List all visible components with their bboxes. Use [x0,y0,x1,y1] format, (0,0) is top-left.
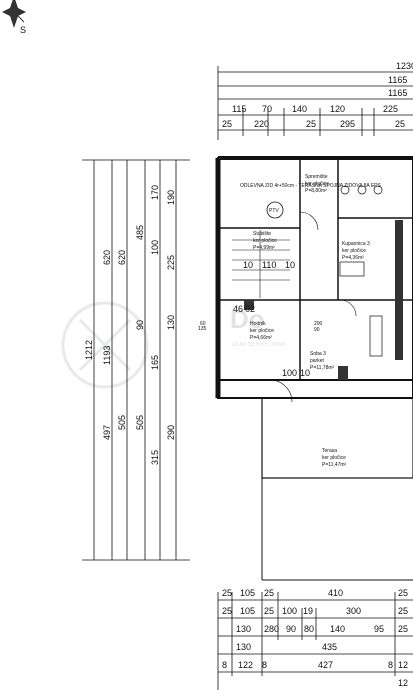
room-note: ODLEVNA ZID 4r+50cm - TERASNA SPOJNA ZID… [240,183,382,189]
ptv-icon [266,201,284,219]
inner-dim-6: 10 [300,368,310,378]
dim-bot-r5-5: 12 [398,678,408,688]
inner-dim-0: 10 [243,260,253,270]
dim-top-r3: 1165 [388,88,407,98]
room-spremiste-area: P=8,80m² [305,188,327,194]
dim-left-c6-2: 225 [166,255,176,270]
room-hodnik-area: P=4,66m² [250,335,272,341]
dim-bot-r1-3: 410 [328,588,343,598]
ptv-label: PTV [269,208,279,214]
room-kupaonica-area: P=4,36m² [342,255,364,261]
room-hodnik-name: Hodnik [250,321,266,327]
dim-left-c3-1: 505 [117,415,127,430]
dim-left-c5-6: 315 [150,450,160,465]
dim-bot-r2-3: 100 [282,606,297,616]
dim-left-c3-0: 620 [117,250,127,265]
dim-top-total: 1230 [396,61,413,71]
dim-bot-r5-0: 8 [222,660,227,670]
dim-top-r5-1: 220 [254,119,269,129]
watermark [61,301,149,389]
dim-bot-r5-1: 122 [238,660,253,670]
dim-top-r5-3: 295 [340,119,355,129]
room-soba3-finish: parket [310,358,325,364]
room-stubiste-area: P=4,99m² [253,245,275,251]
dim-bot-r2-4: 19 [303,606,313,616]
dim-top-r2: 1165 [388,75,407,85]
inner-dim-3: 200 [314,321,323,327]
room-kupaonica-name: Kupaonica 3 [342,241,370,247]
dim-left-c6-1: 190 [166,190,176,205]
room-terasa-area: P=11,47m² [322,462,347,468]
dim-bot-r4-1: 435 [322,642,337,652]
dim-bot-r1-2: 25 [264,588,274,598]
watermark-sub: DOM NEKRETNINE [232,342,286,348]
dim-left-c2-1: 620 [102,250,112,265]
inner-dim-8: 135 [198,326,207,332]
room-spremiste-name: Spremište [305,174,328,180]
room-kupaonica-finish: ker pločice [342,248,366,254]
dim-top-r4-0: 115 [232,104,246,114]
dim-left-c1-1: 1212 [84,340,94,360]
dim-bot-r1-4: 25 [398,588,408,598]
dim-top-r5-0: 25 [222,119,232,129]
dim-bot-r3-4: 140 [330,624,345,634]
compass-label: S [20,25,26,35]
inner-dim-7: 60 [200,321,206,327]
room-stubiste-finish: ker pločice [253,238,277,244]
dim-left-c6-3: 130 [166,315,176,330]
inner-dim-5: 100 [282,368,297,378]
dim-bot-r3-6: 25 [398,624,408,634]
inner-dim-11: 46 [233,304,243,314]
dim-bot-r2-6: 25 [398,606,408,616]
dim-top-r4-4: 225 [383,104,398,114]
dim-bot-r5-3: 427 [318,660,333,670]
room-hodnik-finish: ker pločice [250,328,274,334]
room-soba3-name: Soba 3 [310,351,326,357]
dim-bot-r2-2: 25 [264,606,274,616]
dim-bot-r1-0: 25 [222,588,232,598]
compass-icon [2,0,26,28]
dim-left-c5-2: 100 [150,240,160,255]
inner-dim-1: 110 [262,260,276,270]
dim-bot-r4-2: 12 [398,660,408,670]
dim-left-c6-5: 290 [166,425,176,440]
room-soba3-area: P=11,78m² [310,365,335,371]
dim-top-r5-4: 25 [395,119,405,129]
dim-left-c2-2: 1193 [102,346,112,365]
dim-top-r4-1: 70 [262,104,272,114]
dim-left-c4-0: 485 [135,225,145,240]
dim-left-c2-3: 497 [102,425,112,440]
dim-left-c4-2: 90 [135,320,145,330]
building-walls [215,156,413,581]
dim-top-r4-2: 140 [292,104,307,114]
dim-bot-r2-0: 25 [222,606,232,616]
room-stubiste-name: Stubište [253,231,271,237]
dim-bot-r5-2: 8 [262,660,267,670]
dim-left-c4-3: 505 [135,415,145,430]
dim-bot-r2-5: 300 [346,606,361,616]
room-terasa-name: Terasa [322,448,337,454]
dim-left-c5-5: 165 [150,355,160,370]
dim-left-c5-1: 170 [150,185,160,200]
dim-bot-r3-5: 95 [374,624,384,634]
dim-bot-r3-0: 130 [236,624,251,634]
dim-bot-r1-1: 105 [240,588,255,598]
dim-bot-r2-1: 105 [240,606,255,616]
inner-dim-12: 02 [245,304,255,314]
inner-dim-4: 90 [314,327,320,333]
dim-bot-r3-1: 280 [264,624,279,634]
dim-top-r4-3: 120 [330,104,345,114]
dim-bot-r5-4: 8 [388,660,393,670]
dim-bot-r3-3: 80 [304,624,314,634]
dim-bot-r4-0: 130 [236,642,251,652]
room-spremiste-finish: ker pločice [305,181,329,187]
dim-top-r5-2: 25 [306,119,316,129]
dim-bot-r3-2: 90 [286,624,296,634]
inner-dim-2: 10 [285,260,295,270]
room-terasa-finish: ker pločice [322,455,346,461]
